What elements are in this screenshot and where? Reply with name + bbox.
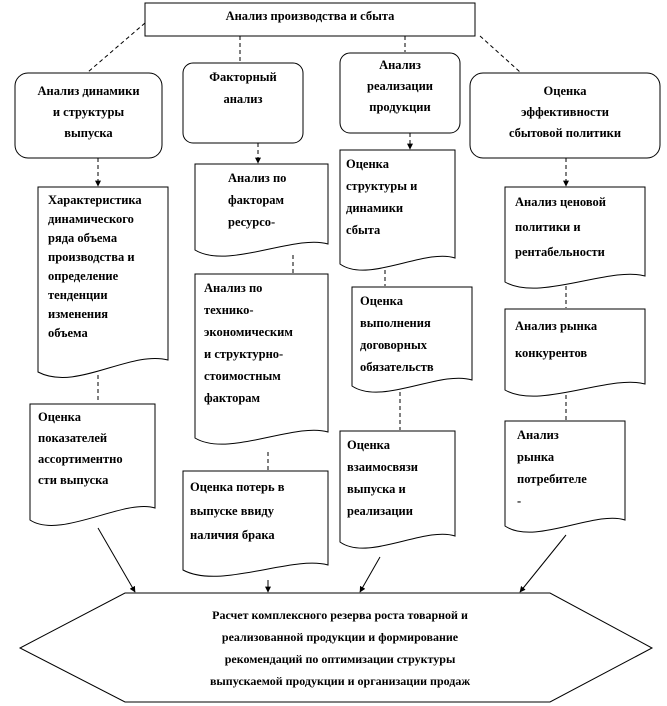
doc-shape-sales-2	[351, 286, 473, 393]
doc-dynamics-2: Оценка показателей ассортиментно сти вып…	[38, 410, 123, 487]
result-text: Расчет комплексного резерва роста товарн…	[209, 608, 471, 688]
doc-sales-3: Оценка взаимосвязи выпуска и реализации	[347, 438, 418, 518]
doc-shape-sales-3	[339, 430, 456, 549]
doc-shape-eff-1	[504, 186, 646, 289]
doc-shape-dynamics-2	[29, 403, 156, 526]
document-shapes	[29, 149, 646, 577]
header-box-sales	[339, 52, 461, 134]
header-box-dynamics	[14, 72, 163, 159]
header-dynamics: Анализ динамики и структуры выпуска	[37, 84, 140, 140]
doc-shape-factor-2	[194, 273, 329, 445]
doc-eff-2: Анализ рынка конкурентов	[515, 319, 598, 360]
doc-shape-dynamics-1	[37, 186, 169, 378]
header-efficiency: Оценка эффективности сбытовой политики	[508, 84, 622, 140]
doc-dynamics-1: Характеристика динамического ряда объема…	[48, 193, 142, 340]
diagram-title: Анализ производства и сбыта	[225, 9, 395, 23]
doc-shape-eff-3	[504, 420, 626, 533]
doc-factor-2: Анализ по технико- экономическим и струк…	[204, 281, 293, 405]
header-factor: Факторный анализ	[209, 70, 277, 106]
doc-sales-1: Оценка структуры и динамики сбыта	[346, 157, 418, 237]
result-hexagon	[18, 592, 654, 703]
level-connectors	[95, 133, 569, 470]
title-connectors	[87, 22, 521, 73]
header-box-efficiency	[469, 72, 661, 159]
doc-sales-2: Оценка выполнения договорных обязательст…	[360, 294, 434, 374]
doc-factor-1: Анализ по факторам ресурсо-	[228, 171, 287, 229]
header-sales: Анализ реализации продукции	[367, 58, 433, 114]
doc-factor-3: Оценка потерь в выпуске ввиду наличия бр…	[190, 480, 285, 542]
doc-eff-3: Анализ рынка потребителе -	[517, 428, 587, 508]
doc-shape-sales-1	[339, 149, 456, 271]
title-box	[144, 2, 476, 37]
doc-shape-factor-3	[182, 470, 329, 577]
result-arrows	[97, 527, 567, 593]
doc-shape-factor-1	[194, 163, 329, 257]
doc-eff-1: Анализ ценовой политики и рентабельности	[515, 195, 606, 259]
doc-shape-eff-2	[504, 308, 646, 397]
header-box-factor	[182, 62, 304, 144]
